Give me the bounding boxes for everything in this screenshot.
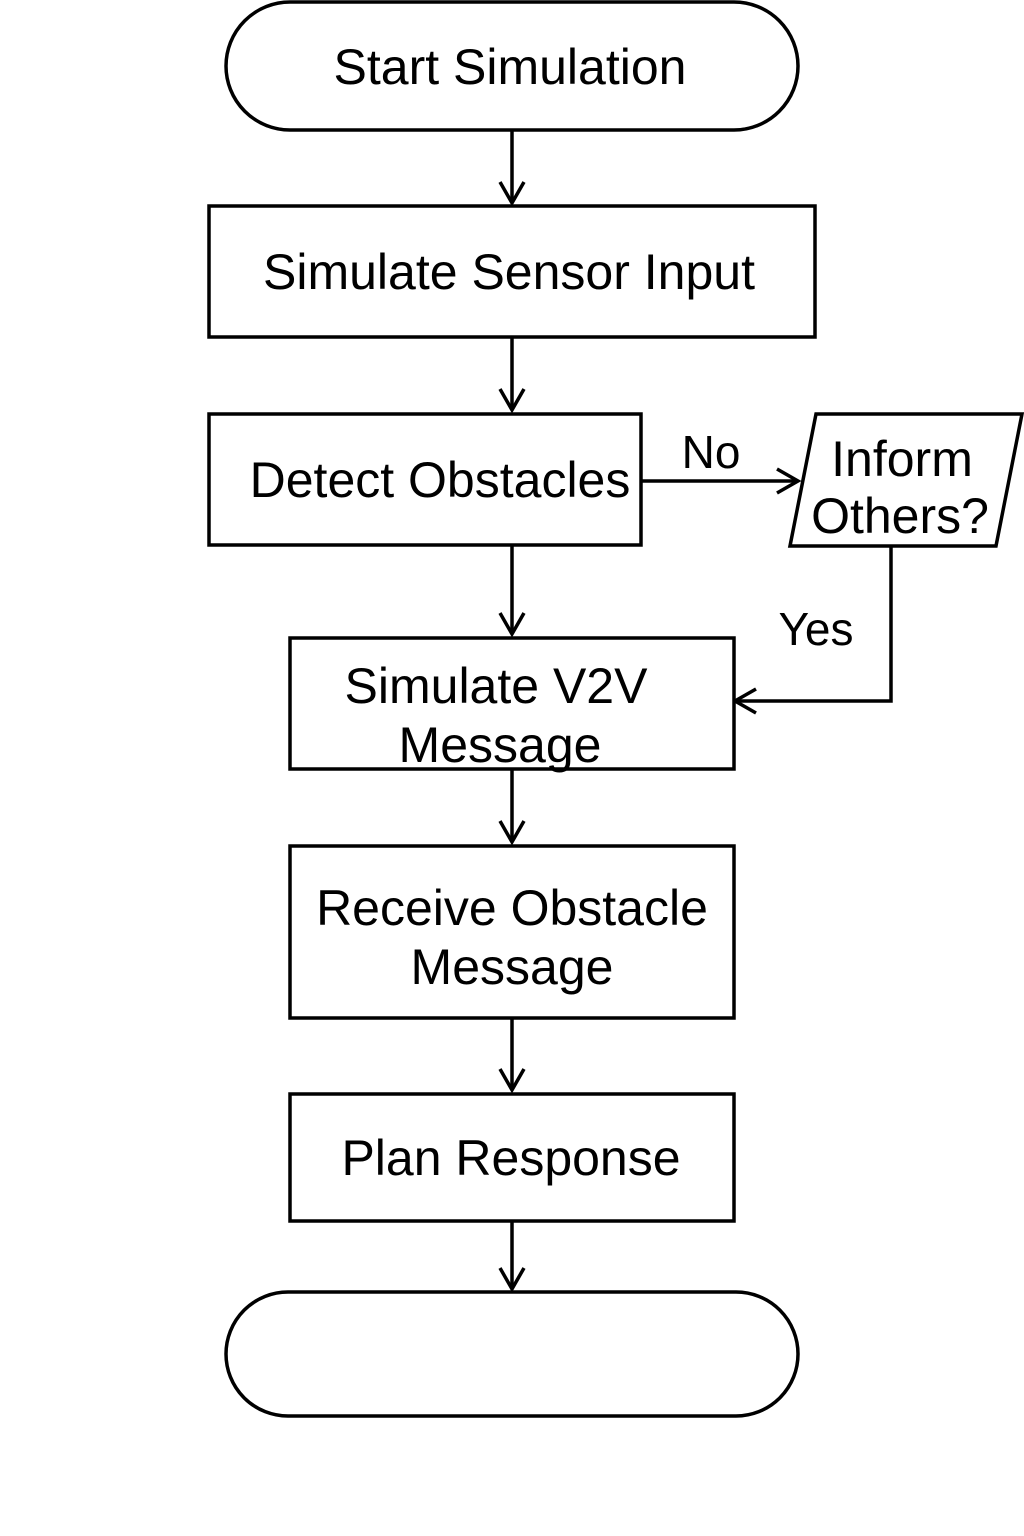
arrow-detect-to-inform — [641, 467, 802, 495]
end-node — [224, 1290, 800, 1418]
inform-node-label-line2: Others? — [811, 488, 989, 544]
detect-node: Detect Obstacles — [207, 412, 643, 547]
arrow-sensor-to-detect — [498, 337, 526, 414]
sensor-node-label: Simulate Sensor Input — [263, 244, 755, 300]
arrow-receive-to-plan — [498, 1018, 526, 1094]
v2v-node-label-line2: Message — [399, 717, 602, 773]
inform-node-label-line1: Inform — [831, 431, 973, 487]
receive-node-label-line2: Message — [411, 939, 614, 995]
no-edge-label: No — [682, 426, 741, 478]
start-node-label: Start Simulation — [334, 39, 687, 95]
v2v-node: Simulate V2V Message — [288, 636, 736, 773]
arrow-v2v-to-receive — [498, 769, 526, 846]
receive-node-label-line1: Receive Obstacle — [316, 880, 708, 936]
inform-node: Inform Others? — [787, 412, 1024, 548]
detect-node-label: Detect Obstacles — [250, 452, 631, 508]
arrow-detect-to-v2v — [498, 545, 526, 638]
receive-node: Receive Obstacle Message — [288, 844, 736, 1020]
sensor-node: Simulate Sensor Input — [207, 204, 817, 339]
v2v-node-label-line1: Simulate V2V — [345, 658, 649, 714]
start-node: Start Simulation — [224, 0, 800, 132]
plan-node: Plan Response — [288, 1092, 736, 1223]
arrow-plan-to-end — [498, 1221, 526, 1293]
plan-node-label: Plan Response — [341, 1130, 680, 1186]
arrow-start-to-sensor — [498, 130, 526, 207]
yes-edge-label: Yes — [778, 603, 853, 655]
